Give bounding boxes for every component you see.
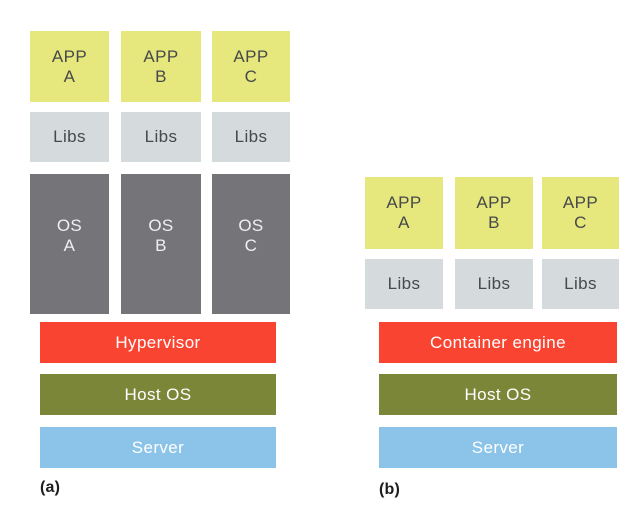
libs-box: Libs [30, 112, 109, 162]
os-a-box: OS A [30, 174, 109, 314]
app-b-box: APP B [455, 177, 533, 249]
container-engine-bar: Container engine [379, 322, 617, 363]
libs-box: Libs [455, 259, 533, 309]
app-a-box: APP A [30, 31, 109, 102]
libs-box: Libs [121, 112, 201, 162]
libs-box: Libs [542, 259, 619, 309]
app-b-box: APP B [121, 31, 201, 102]
host-os-bar: Host OS [40, 374, 276, 415]
libs-box: Libs [212, 112, 290, 162]
app-c-box: APP C [212, 31, 290, 102]
app-c-box: APP C [542, 177, 619, 249]
host-os-bar: Host OS [379, 374, 617, 415]
os-b-box: OS B [121, 174, 201, 314]
app-a-box: APP A [365, 177, 443, 249]
diagram-a-label: (a) [40, 479, 61, 496]
hypervisor-bar: Hypervisor [40, 322, 276, 363]
server-bar: Server [40, 427, 276, 468]
server-bar: Server [379, 427, 617, 468]
libs-box: Libs [365, 259, 443, 309]
diagram-b-label: (b) [379, 481, 401, 498]
os-c-box: OS C [212, 174, 290, 314]
